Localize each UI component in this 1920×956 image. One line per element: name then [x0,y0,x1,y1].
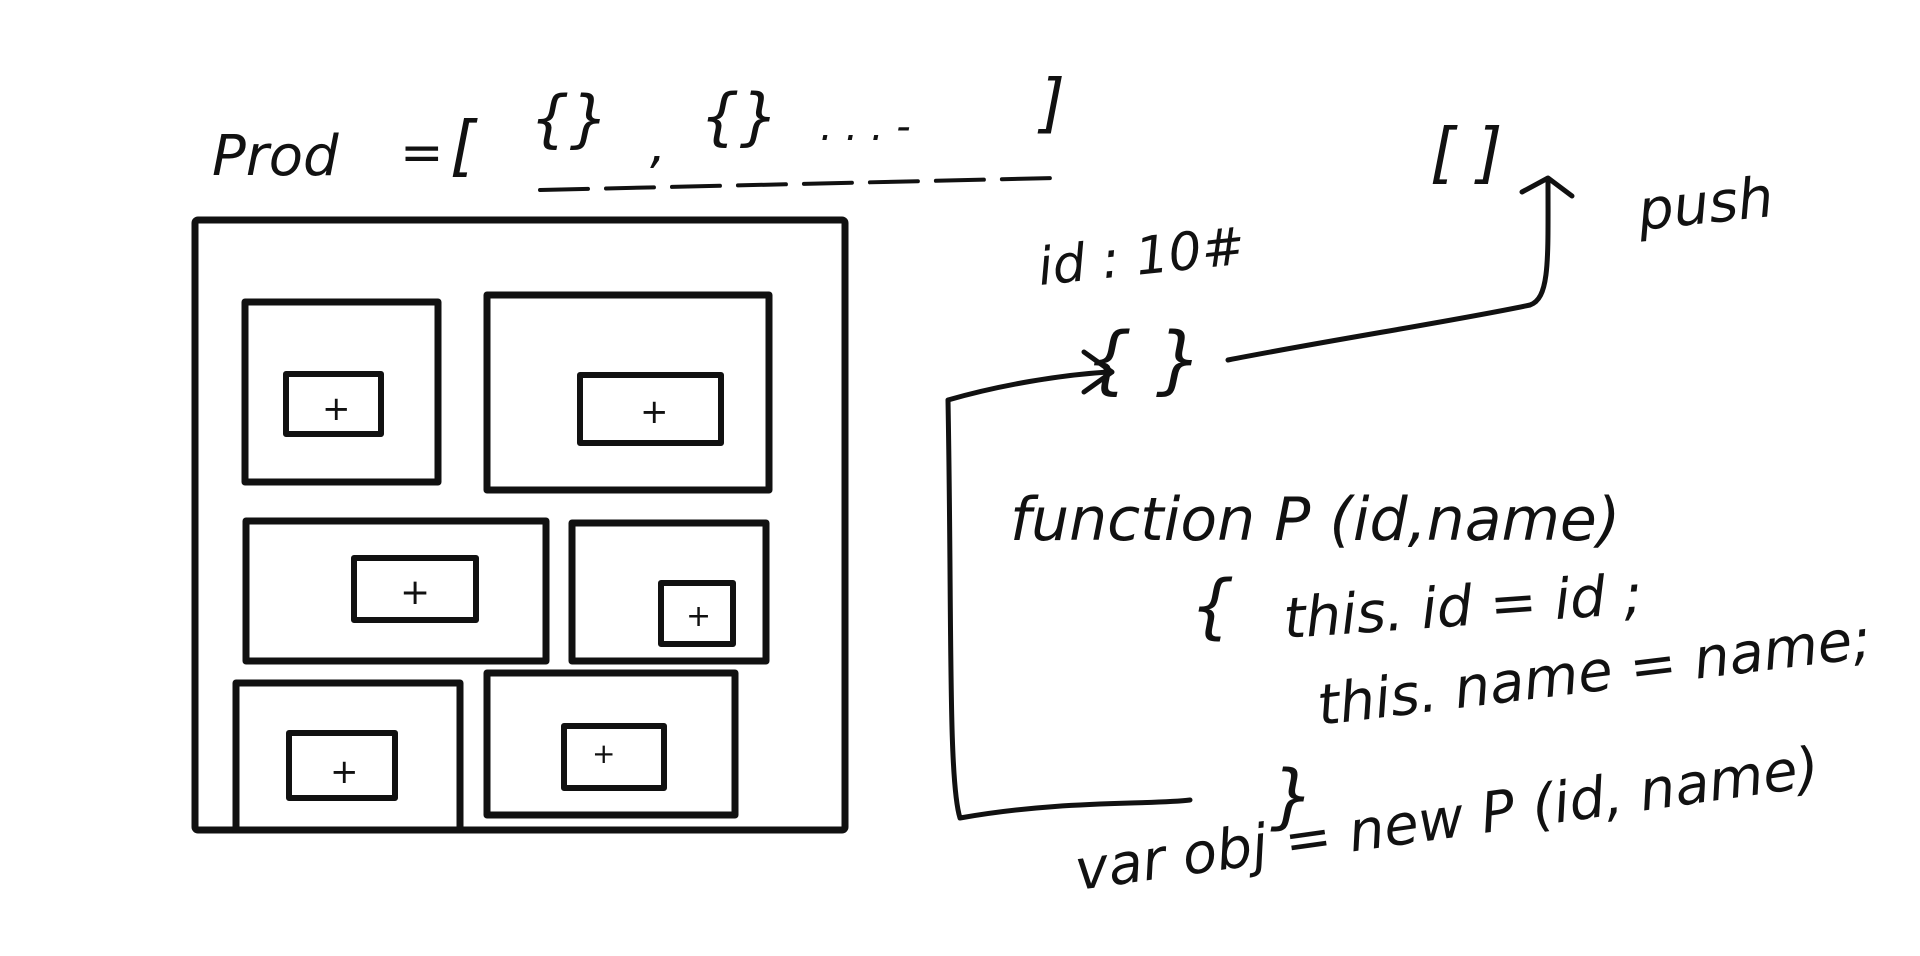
target-array-brackets: [ ] [1430,114,1502,191]
add-symbol: + [322,389,351,429]
push-label: push [1634,165,1777,244]
array-item-1: {} [530,82,609,155]
tile-box [241,298,442,486]
constructor-open-brace: { [1190,565,1235,647]
add-symbol: + [330,752,359,792]
product-tile: + [232,679,464,834]
add-symbol: + [640,392,669,432]
constructor-function: function P (id,name) { this. id = id ; t… [1010,485,1874,837]
id-line: id : 10# [1035,217,1248,298]
array-ellipsis: . . . - [820,104,911,150]
close-bracket: ] [1037,67,1065,141]
tile-box [242,517,550,665]
instantiation-line: var obj = new P (id, name) [1071,735,1823,904]
target-array: [ ] push [1430,114,1776,244]
add-button-box [283,371,384,437]
add-button-box [658,580,736,647]
tile-box [483,291,773,494]
add-symbol: + [400,572,430,613]
add-button-box [351,555,479,623]
push-arrow [1225,177,1551,363]
instance-arrow [945,369,1193,821]
add-symbol: + [592,737,615,770]
product-grid-frame: + + + + + + [191,216,849,834]
prod-label: Prod [212,124,339,189]
instantiation-text: var obj = new P (id, name) [1071,735,1823,904]
product-tile: + [483,669,739,819]
object-braces: { } [1085,317,1203,403]
push-arrow-head [1519,175,1575,199]
products-array-heading: Prod = [ {} , {} . . . - ] [212,67,1065,192]
instance-arrow-head [1081,349,1115,395]
grid-outer-frame [191,216,849,834]
flow-arrows [945,175,1575,821]
constructor-line-1: this. id = id ; [1281,562,1644,652]
product-tile: + [483,291,773,494]
open-bracket: [ [450,107,478,184]
tile-box [483,669,739,819]
tile-box [232,679,464,834]
array-item-2: {} [700,80,779,153]
equals-sign: = [400,123,444,183]
add-button-box [561,723,667,791]
add-button-box [286,730,398,801]
constructor-close-brace: } [1270,755,1315,837]
array-comma: , [650,116,666,174]
tile-box [568,519,770,665]
add-button-box [577,372,724,446]
product-tile: + [568,519,770,665]
dashed-underline [538,176,1057,192]
product-tile: + [241,298,442,486]
add-symbol: + [686,599,711,634]
constructor-signature: function P (id,name) [1010,485,1620,555]
product-tile: + [242,517,550,665]
